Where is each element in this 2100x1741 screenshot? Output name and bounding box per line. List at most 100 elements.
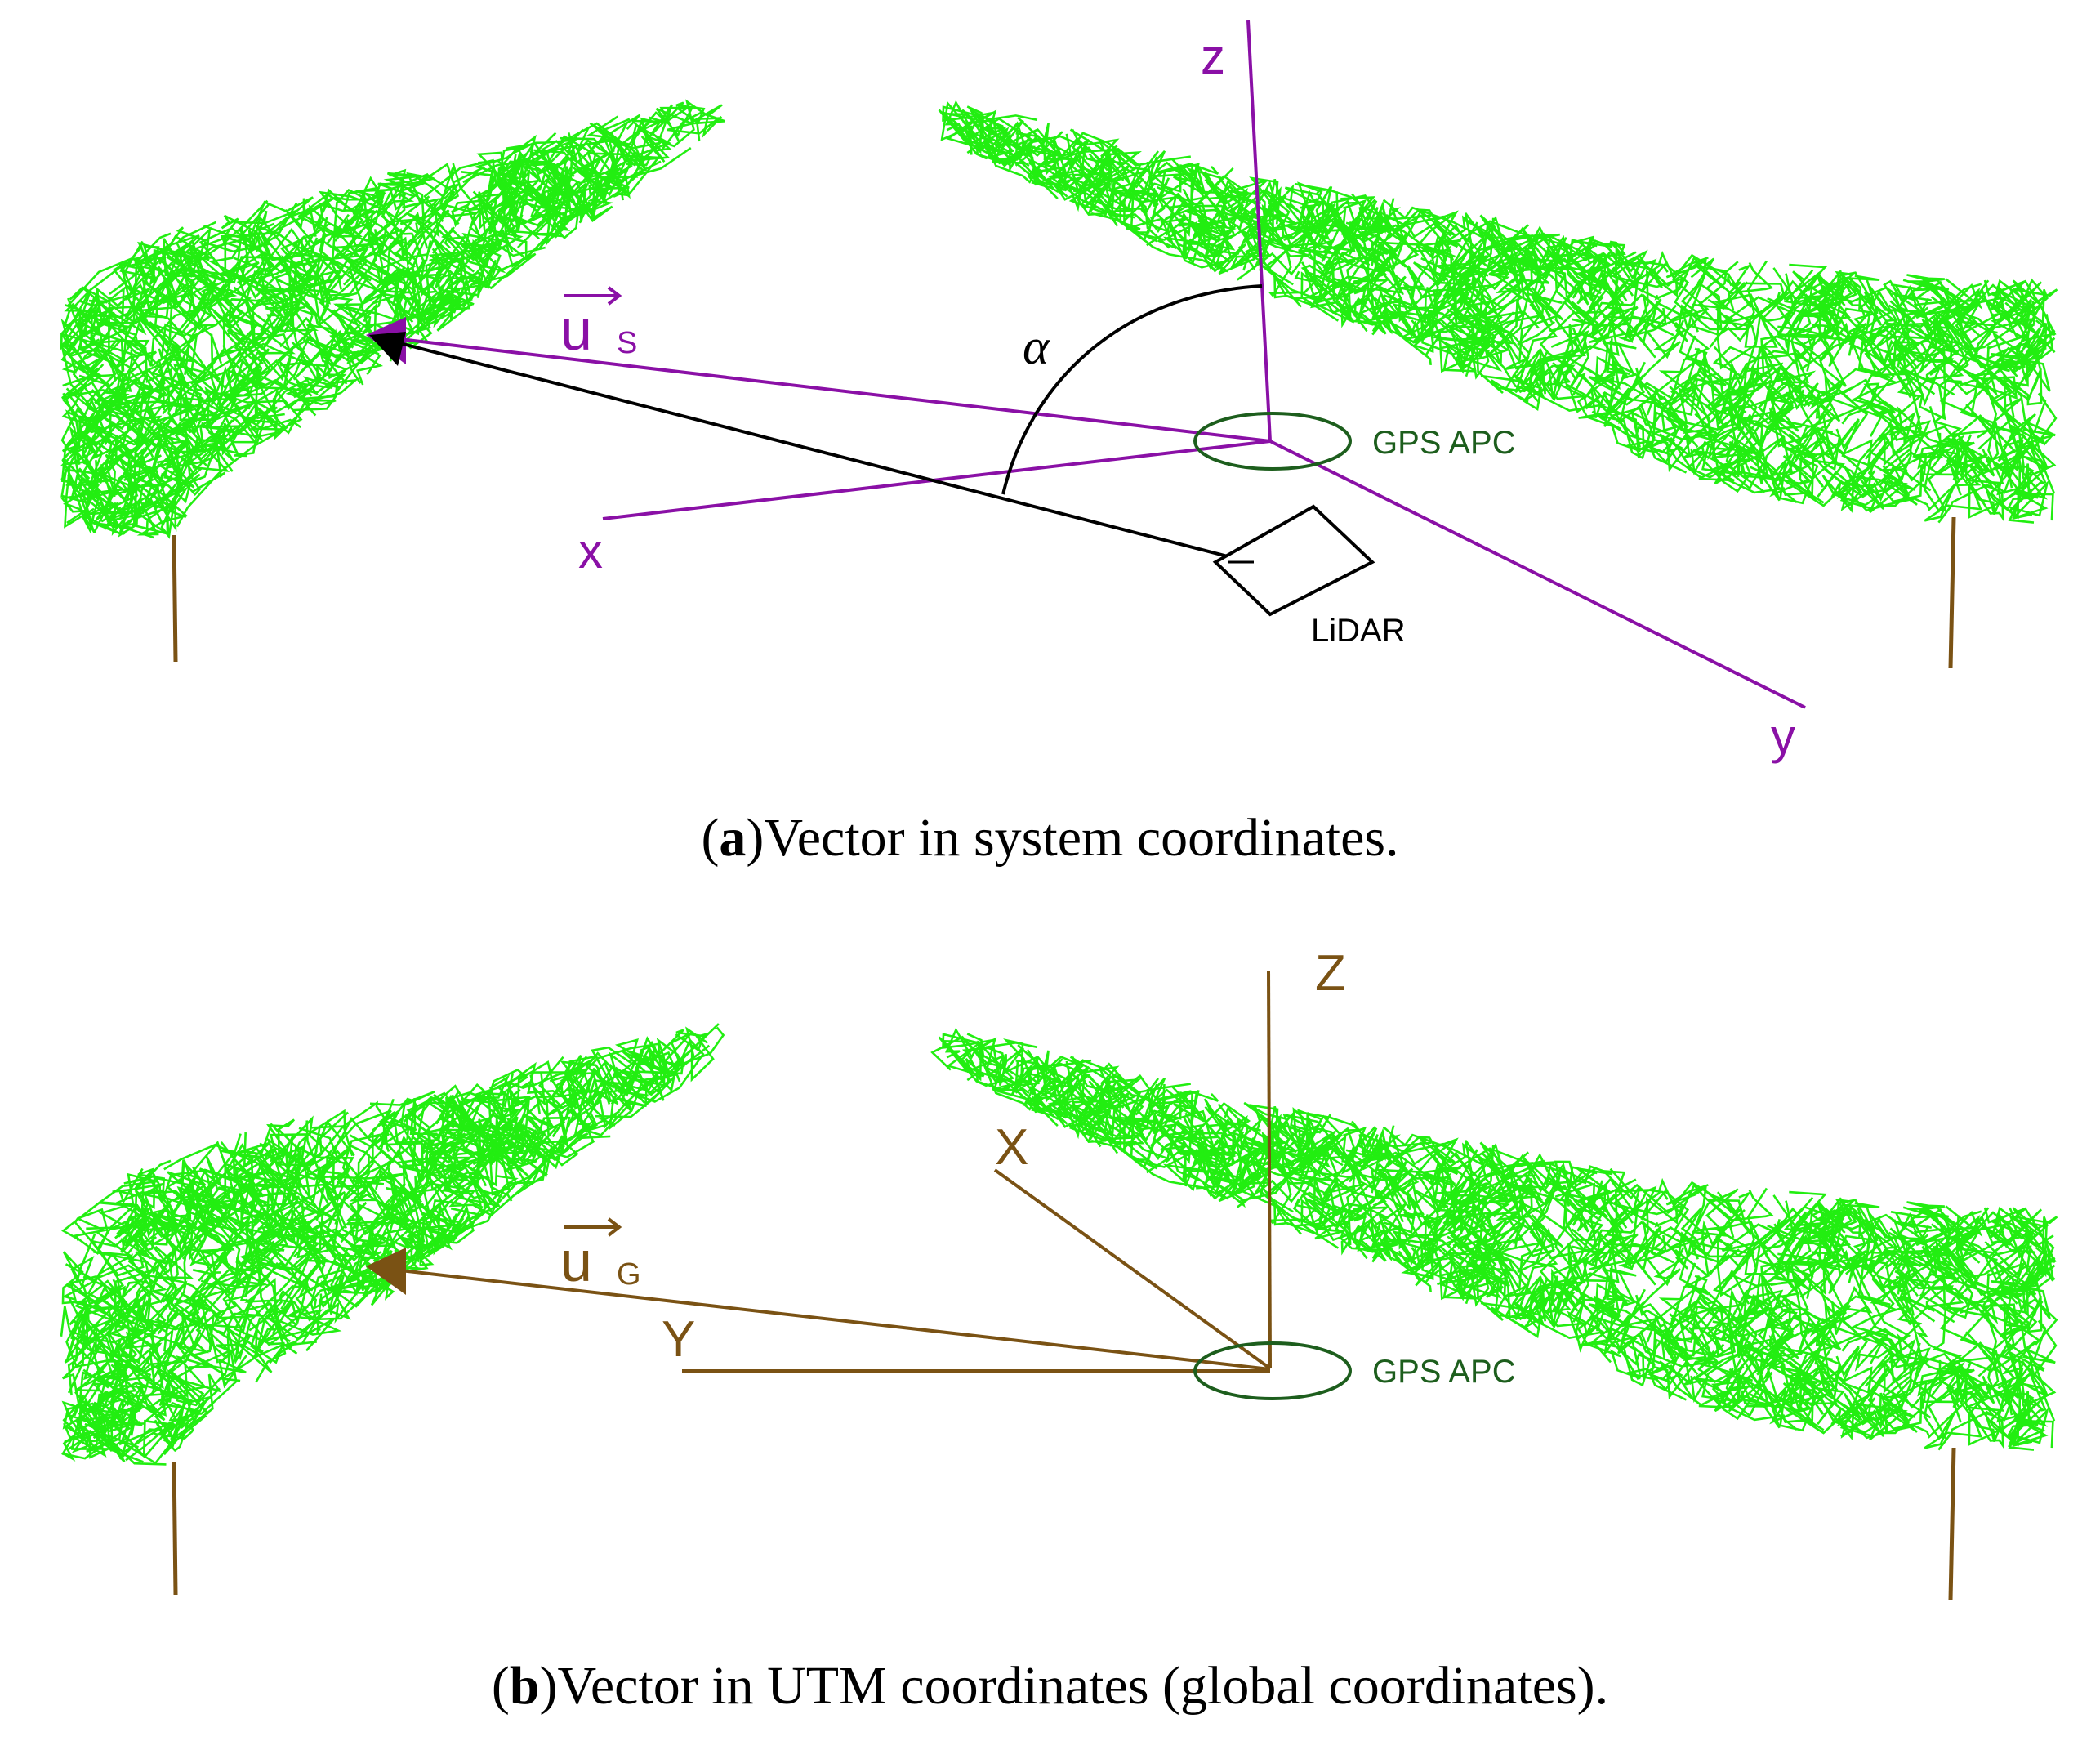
foliage-strand — [390, 235, 484, 348]
foliage-strand — [1769, 1355, 1836, 1425]
foliage-strand — [531, 178, 604, 224]
foliage-strand — [529, 122, 662, 190]
foliage-strand — [66, 453, 126, 535]
foliage-strand — [1955, 1221, 2007, 1330]
foliage-strand — [1612, 256, 1752, 309]
foliage-strand — [646, 99, 709, 148]
foliage-strand — [1047, 1095, 1137, 1148]
tree-canopy-right — [930, 1027, 2058, 1451]
foliage-strand — [1665, 1347, 1722, 1404]
foliage-strand — [61, 1394, 110, 1450]
foliage-strand — [1300, 271, 1412, 324]
foliage-strand — [406, 1091, 471, 1203]
foliage-strand — [1728, 366, 1861, 458]
foliage-strand — [1879, 406, 1946, 482]
foliage-strand — [2003, 368, 2056, 494]
foliage-strand — [1783, 1196, 1866, 1243]
foliage-strand — [591, 128, 636, 221]
foliage-strand — [1211, 183, 1310, 258]
foliage-strand — [1545, 1162, 1613, 1194]
foliage-strand — [1618, 253, 1730, 343]
foliage-strand — [1894, 283, 1982, 340]
foliage-strand — [1854, 1400, 1918, 1441]
foliage-strand — [1838, 1365, 1924, 1434]
foliage-strand — [1634, 1275, 1708, 1328]
foliage-strand — [120, 1245, 194, 1336]
foliage-strand — [1369, 219, 1399, 278]
foliage-strand — [118, 481, 189, 533]
foliage-strand — [1030, 151, 1142, 212]
axis-label-Y: Y — [662, 1311, 695, 1368]
foliage-strand — [1371, 1224, 1445, 1271]
foliage-strand — [441, 1169, 501, 1243]
foliage-strand — [207, 224, 290, 283]
foliage-strand — [1315, 188, 1423, 243]
foliage-strand — [1784, 1354, 1841, 1428]
foliage-strand — [1193, 174, 1253, 256]
foliage-strand — [1757, 1366, 1912, 1438]
foliage-strand — [61, 1172, 158, 1242]
foliage-strand — [1614, 1189, 1685, 1287]
foliage-strand — [1526, 255, 1595, 388]
vector-ug-label: u G — [560, 1217, 641, 1293]
foliage-strand — [344, 177, 426, 296]
foliage-strand — [65, 1305, 110, 1368]
foliage-strand — [1420, 1206, 1482, 1283]
foliage-strand — [1167, 1115, 1211, 1187]
foliage-strand — [196, 270, 274, 349]
foliage-strand — [1817, 386, 1890, 437]
foliage-strand — [1300, 261, 1355, 324]
foliage-strand — [1838, 438, 1924, 507]
foliage-strand — [2004, 1378, 2046, 1447]
foliage-strand — [1650, 1207, 1703, 1257]
Z-axis — [1267, 970, 1272, 1369]
foliage-strand — [474, 1089, 559, 1166]
foliage-strand — [1821, 1212, 1925, 1338]
foliage-strand — [1504, 254, 1545, 321]
foliage-strand — [2001, 413, 2054, 521]
foliage-strand — [1549, 238, 1607, 373]
foliage-strand — [1688, 290, 1791, 348]
foliage-strand — [207, 288, 262, 361]
foliage-strand — [428, 243, 537, 323]
foliage-strand — [1647, 1302, 1695, 1401]
foliage-strand — [168, 239, 316, 333]
foliage-strand — [1893, 1263, 1950, 1323]
foliage-strand — [327, 1109, 445, 1179]
foliage-strand — [1821, 472, 1906, 513]
foliage-strand — [2008, 1362, 2049, 1440]
foliage-strand — [157, 251, 275, 319]
foliage-strand — [297, 189, 367, 238]
foliage-strand — [1986, 288, 2049, 367]
foliage-strand — [1709, 281, 1763, 370]
foliage-strand — [1991, 424, 2057, 505]
foliage-strand — [1374, 221, 1478, 319]
foliage-strand — [496, 1060, 575, 1107]
foliage-strand — [149, 444, 195, 512]
foliage-strand — [1955, 293, 2007, 403]
foliage-strand — [1596, 250, 1679, 342]
foliage-strand — [546, 149, 615, 225]
foliage-strand — [69, 286, 147, 336]
angle-alpha-label: α — [1023, 319, 1050, 375]
foliage-strand — [938, 1036, 1005, 1082]
foliage-strand — [1804, 270, 1855, 319]
foliage-strand — [1321, 199, 1359, 269]
foliage-strand — [1821, 271, 1875, 356]
foliage-strand — [1841, 1346, 1932, 1435]
foliage-strand — [109, 234, 214, 295]
foliage-strand — [340, 1201, 415, 1252]
foliage-strand — [1046, 139, 1136, 189]
foliage-strand — [1879, 1333, 1946, 1409]
foliage-strand — [1446, 1155, 1606, 1230]
foliage-strand — [550, 155, 635, 201]
foliage-strand — [1817, 1212, 1924, 1272]
foliage-strand — [1232, 1135, 1367, 1196]
foliage-strand — [1169, 166, 1230, 270]
foliage-strand — [181, 1141, 261, 1234]
foliage-strand — [1576, 1301, 1644, 1380]
foliage-strand — [1946, 1371, 2004, 1449]
foliage-strand — [1151, 158, 1219, 233]
foliage-strand — [513, 1119, 595, 1162]
foliage-strand — [267, 283, 350, 368]
